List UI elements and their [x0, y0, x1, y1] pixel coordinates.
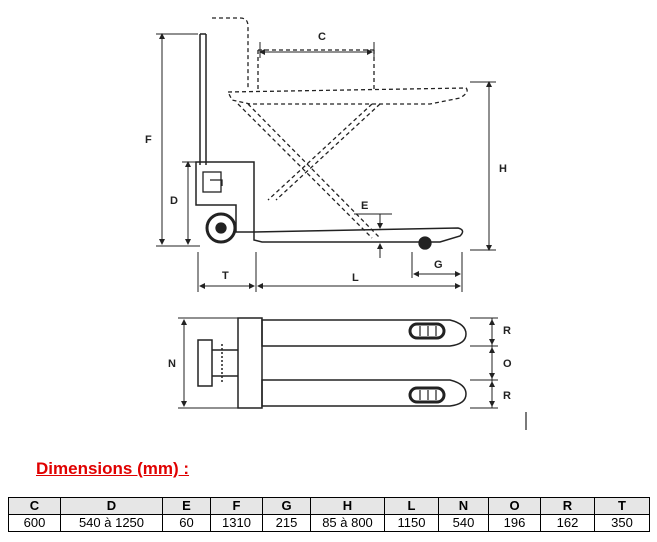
header-d: D [60, 497, 163, 515]
chassis [195, 161, 255, 233]
value-c: 600 [8, 514, 61, 532]
top-dimensions [178, 317, 527, 430]
label-r-lower: R [503, 390, 511, 402]
scissor-arm-4 [275, 103, 381, 201]
header-r: R [540, 497, 595, 515]
value-f: 1310 [210, 514, 263, 532]
label-g: G [434, 259, 443, 271]
value-o: 196 [488, 514, 541, 532]
header-o: O [488, 497, 541, 515]
label-l: L [352, 272, 359, 284]
top-view [197, 317, 467, 409]
top-chassis [237, 317, 263, 409]
label-r-upper: R [503, 325, 511, 337]
label-d: D [170, 195, 178, 207]
pallet-truck-drawing: C F D E H T L G N [145, 17, 527, 430]
value-d: 540 à 1250 [60, 514, 163, 532]
steering-wheel [205, 212, 237, 244]
label-h: H [499, 163, 507, 175]
value-n: 540 [438, 514, 489, 532]
scissor-arm-3 [267, 103, 373, 201]
scissor-arm-2 [247, 103, 381, 239]
table-header-row: C D E F G H L N O R T [8, 497, 650, 515]
raised-handle-outline [212, 17, 249, 88]
side-view [195, 17, 468, 250]
raised-forks-outline [226, 87, 468, 105]
label-e: E [361, 200, 368, 212]
value-h: 85 à 800 [310, 514, 385, 532]
top-fork-upper [261, 319, 467, 347]
value-g: 215 [262, 514, 311, 532]
table-values-row: 600 540 à 1250 60 1310 215 85 à 800 1150… [8, 514, 650, 532]
header-f: F [210, 497, 263, 515]
top-roller-upper [408, 322, 446, 340]
value-t: 350 [594, 514, 650, 532]
scissor-arm-1 [237, 103, 373, 239]
top-fork-lower [261, 379, 467, 407]
value-r: 162 [540, 514, 595, 532]
label-o: O [503, 358, 512, 370]
value-e: 60 [162, 514, 211, 532]
header-e: E [162, 497, 211, 515]
lowered-fork [253, 227, 464, 243]
header-g: G [262, 497, 311, 515]
header-t: T [594, 497, 650, 515]
label-n: N [168, 358, 176, 370]
tiller-handle [199, 33, 207, 165]
header-c: C [8, 497, 61, 515]
top-handle-head [197, 339, 213, 387]
header-n: N [438, 497, 489, 515]
label-c: C [318, 31, 326, 43]
label-f: F [145, 134, 152, 146]
label-t: T [222, 270, 229, 282]
header-l: L [384, 497, 439, 515]
value-l: 1150 [384, 514, 439, 532]
top-roller-lower [408, 386, 446, 404]
dimensions-table: C D E F G H L N O R T 600 540 à 1250 60 … [8, 497, 650, 532]
dimensions-title: Dimensions (mm) : [36, 459, 190, 478]
side-dimensions [156, 33, 496, 292]
header-h: H [310, 497, 385, 515]
